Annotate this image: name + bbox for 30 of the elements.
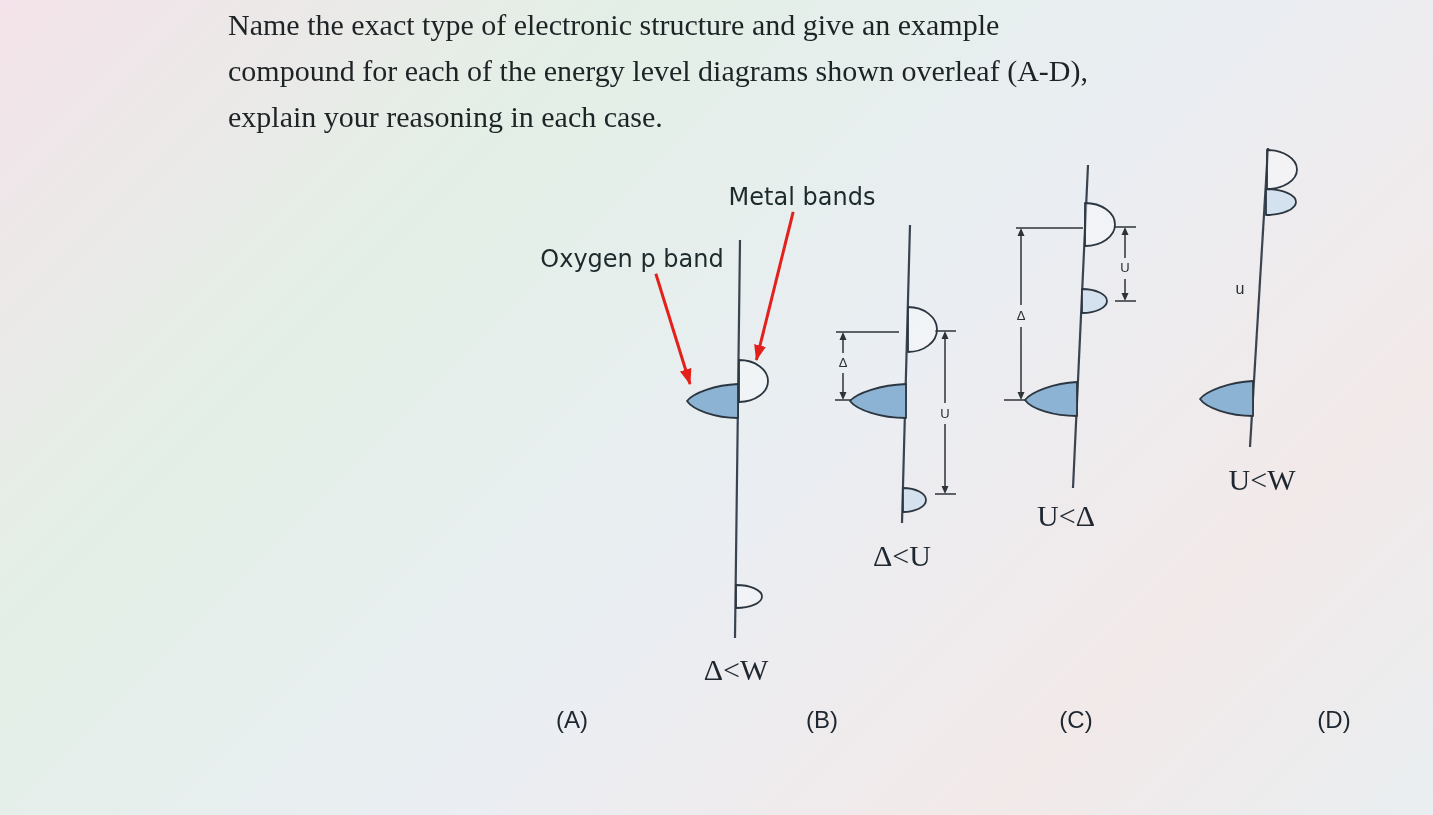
filled-band-lobe [849,383,907,419]
open-band-lobe [1081,288,1108,314]
condition-label: Δ<U [873,538,931,574]
panel-label: (B) [806,706,838,734]
panel-label: (C) [1059,706,1093,734]
leader-arrow [654,273,692,385]
filled-band-lobe [1199,380,1254,417]
condition-label: U<Δ [1037,498,1095,534]
leader-arrow [754,211,795,361]
panel-label: (D) [1317,706,1351,734]
dimension-label: U [1120,260,1130,276]
open-band-lobe [907,306,938,353]
open-band-lobe [1265,188,1297,216]
filled-band-lobe [686,383,739,419]
condition-label: U<W [1228,462,1296,498]
open-band-lobe [1084,202,1116,247]
condition-label: Δ<W [703,652,769,688]
open-band-lobe [902,487,927,513]
dimension-label: Δ [1016,308,1026,324]
open-band-lobe [738,359,769,403]
open-band-lobe [1266,149,1298,190]
panel-label: (A) [556,706,588,734]
dimension-label: u [1235,279,1245,299]
callout-label: Metal bands [728,184,876,212]
open-band-lobe [735,584,763,609]
callout-label: Oxygen p band [540,246,724,274]
filled-band-lobe [1024,381,1078,417]
question-text: Name the exact type of electronic structure and give an example compound for each of the energy level diagrams shown overleaf (A-D), explain your reasoning in each case. [228,7,1089,135]
dimension-label: Δ [838,355,848,371]
dimension-label: U [940,406,950,422]
